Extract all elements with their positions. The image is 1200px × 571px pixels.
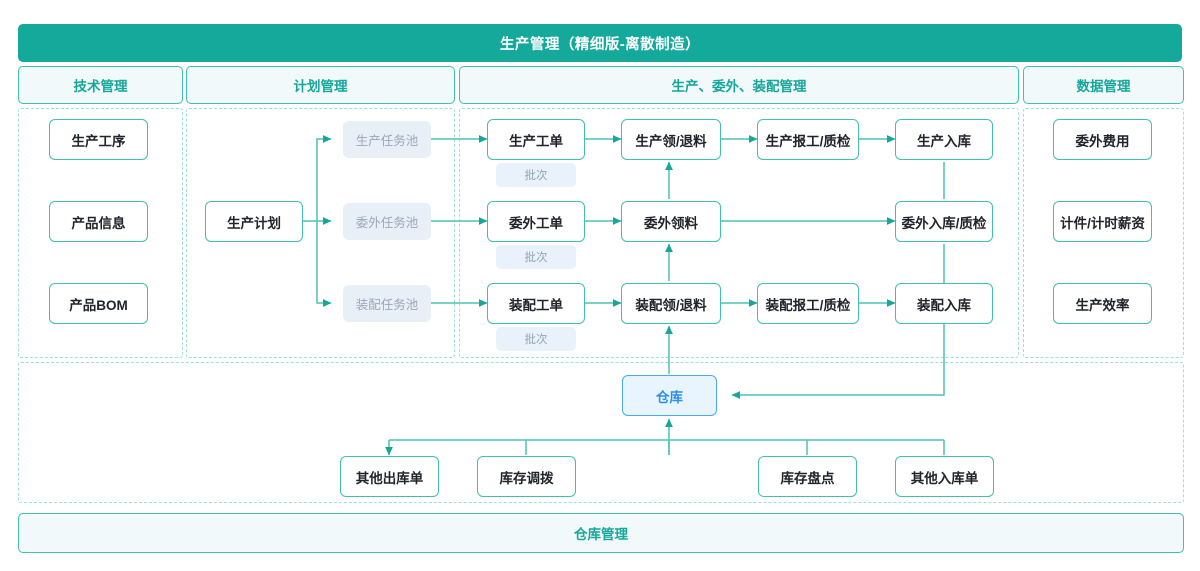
node-outsource-cost-label: 委外费用 [1075,133,1130,149]
node-production-process-label: 生产工序 [71,133,126,149]
node-assembly-stock-in[interactable]: 装配入库 [895,283,993,324]
node-production-stock-in[interactable]: 生产入库 [895,119,993,160]
node-production-issue-return-label: 生产领/退料 [635,133,707,149]
footer-warehouse-management-label: 仓库管理 [574,527,628,542]
diagram-title-bar: 生产管理（精细版-离散制造） [18,24,1182,62]
chip-outsource-task-pool-label: 委外任务池 [355,216,419,230]
node-piece-hourly-wage-label: 计件/计时薪资 [1060,215,1145,231]
node-outsource-issue-label: 委外领料 [644,215,698,231]
node-assembly-stock-in-label: 装配入库 [917,297,971,313]
node-production-efficiency[interactable]: 生产效率 [1053,283,1152,324]
node-stock-count-label: 库存盘点 [780,470,835,486]
node-assembly-issue-return[interactable]: 装配领/退料 [621,283,721,324]
section-header-plan[interactable]: 计划管理 [186,66,455,104]
lane-plan [186,108,455,358]
section-header-tech[interactable]: 技术管理 [18,66,183,104]
section-header-data-label: 数据管理 [1076,79,1131,94]
node-production-stock-in-label: 生产入库 [917,133,971,149]
node-assembly-issue-return-label: 装配领/退料 [635,297,707,313]
node-production-work-order[interactable]: 生产工单 [487,119,585,160]
node-production-plan-label: 生产计划 [227,215,281,231]
node-product-bom-label: 产品BOM [69,297,128,313]
node-assembly-work-order[interactable]: 装配工单 [487,283,585,324]
node-piece-hourly-wage[interactable]: 计件/计时薪资 [1053,201,1152,242]
section-header-production-label: 生产、委外、装配管理 [671,79,807,94]
chip-assembly-task-pool-label: 装配任务池 [355,298,419,312]
chip-assembly-task-pool[interactable]: 装配任务池 [343,285,431,322]
lane-warehouse [18,362,1184,503]
footer-warehouse-management[interactable]: 仓库管理 [18,513,1184,553]
node-product-info[interactable]: 产品信息 [49,201,148,242]
node-warehouse[interactable]: 仓库 [622,375,717,416]
chip-batch-outsource[interactable]: 批次 [496,245,576,269]
section-header-plan-label: 计划管理 [293,79,348,94]
lane-data [1023,108,1184,358]
node-other-stock-in-label: 其他入库单 [910,470,979,486]
node-outsource-work-order-label: 委外工单 [509,215,563,231]
section-header-tech-label: 技术管理 [73,79,128,94]
node-product-info-label: 产品信息 [71,215,126,231]
node-assembly-report-qc-label: 装配报工/质检 [765,297,851,313]
node-production-report-qc-label: 生产报工/质检 [765,133,851,149]
node-outsource-stock-in-qc-label: 委外入库/质检 [901,215,987,231]
node-outsource-work-order[interactable]: 委外工单 [487,201,585,242]
chip-batch-assembly-label: 批次 [524,334,548,346]
node-other-stock-out-label: 其他出库单 [355,470,424,486]
node-warehouse-label: 仓库 [656,389,683,405]
chip-outsource-task-pool[interactable]: 委外任务池 [343,203,431,240]
node-assembly-work-order-label: 装配工单 [509,297,563,313]
chip-batch-assembly[interactable]: 批次 [496,327,576,351]
node-production-report-qc[interactable]: 生产报工/质检 [757,119,859,160]
lane-tech [18,108,183,358]
node-stock-transfer[interactable]: 库存调拨 [477,456,576,497]
node-production-work-order-label: 生产工单 [509,133,563,149]
node-production-process[interactable]: 生产工序 [49,119,148,160]
node-stock-count[interactable]: 库存盘点 [758,456,857,497]
chip-production-task-pool-label: 生产任务池 [355,134,419,148]
diagram-title: 生产管理（精细版-离散制造） [499,36,701,53]
section-header-data[interactable]: 数据管理 [1023,66,1184,104]
node-production-issue-return[interactable]: 生产领/退料 [621,119,721,160]
chip-batch-production-label: 批次 [524,170,548,182]
node-stock-transfer-label: 库存调拨 [499,470,554,486]
node-outsource-issue[interactable]: 委外领料 [621,201,721,242]
node-outsource-stock-in-qc[interactable]: 委外入库/质检 [895,201,993,242]
section-header-production[interactable]: 生产、委外、装配管理 [459,66,1019,104]
node-production-plan[interactable]: 生产计划 [205,201,303,242]
node-other-stock-in[interactable]: 其他入库单 [895,456,994,497]
node-outsource-cost[interactable]: 委外费用 [1053,119,1152,160]
node-other-stock-out[interactable]: 其他出库单 [340,456,439,497]
node-assembly-report-qc[interactable]: 装配报工/质检 [757,283,859,324]
chip-production-task-pool[interactable]: 生产任务池 [343,121,431,158]
chip-batch-production[interactable]: 批次 [496,163,576,187]
chip-batch-outsource-label: 批次 [524,252,548,264]
node-product-bom[interactable]: 产品BOM [49,283,148,324]
node-production-efficiency-label: 生产效率 [1075,297,1130,313]
